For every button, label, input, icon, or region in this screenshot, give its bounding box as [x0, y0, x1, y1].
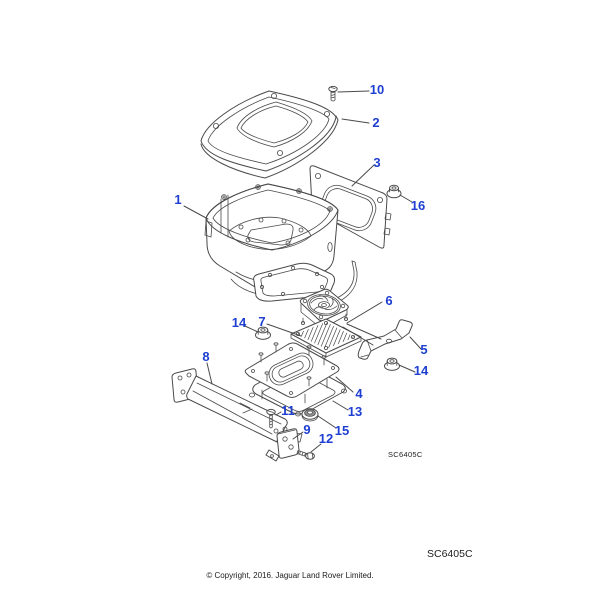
fan-wires-drawing — [336, 260, 358, 302]
callout-13[interactable]: 13 — [348, 404, 362, 419]
leader-line — [346, 323, 382, 340]
leader-line — [398, 364, 416, 373]
diagram-code-footer: SC6405C — [427, 548, 473, 560]
leader-line — [317, 415, 337, 429]
part-12-screw-drawing — [296, 450, 315, 460]
callout-1[interactable]: 1 — [174, 192, 181, 207]
diagram-code-inline: SC6405C — [388, 450, 423, 459]
callout-11[interactable]: 11 — [281, 403, 295, 418]
callout-12[interactable]: 12 — [319, 431, 333, 446]
leader-line — [332, 400, 349, 411]
part-9-bracket-drawing — [265, 428, 300, 462]
part-11-screw-drawing — [266, 408, 276, 429]
callout-4[interactable]: 4 — [355, 386, 363, 401]
callout-3[interactable]: 3 — [373, 155, 380, 170]
leader-line — [351, 164, 375, 187]
part-14-nut-right-drawing — [384, 357, 400, 371]
part-16-nut-drawing — [386, 184, 402, 199]
callout-7[interactable]: 7 — [258, 314, 265, 329]
leader-line — [244, 325, 259, 333]
leader-line — [275, 411, 282, 416]
leader-line — [292, 431, 304, 440]
leader-line — [399, 194, 413, 203]
leader-line — [409, 336, 422, 350]
box-base-gasket-drawing — [253, 262, 336, 302]
part-4-plate-drawing — [244, 342, 340, 404]
part-10-screw-drawing — [328, 85, 338, 102]
leader-line — [206, 362, 213, 385]
leader-line — [342, 326, 374, 346]
callout-9[interactable]: 9 — [303, 422, 310, 437]
callout-15[interactable]: 15 — [335, 423, 349, 438]
callout-2[interactable]: 2 — [372, 115, 379, 130]
callout-14-left[interactable]: 14 — [232, 315, 247, 330]
callout-5[interactable]: 5 — [420, 342, 427, 357]
copyright-notice: © Copyright, 2016. Jaguar Land Rover Lim… — [206, 571, 373, 580]
leader-line — [310, 443, 322, 453]
part-3-plate-drawing — [309, 165, 392, 249]
leader-line — [183, 205, 209, 220]
callout-14-right[interactable]: 14 — [414, 363, 429, 378]
callout-8[interactable]: 8 — [202, 349, 209, 364]
callout-10[interactable]: 10 — [370, 82, 384, 97]
leader-line — [266, 323, 302, 337]
part-5-bracket-drawing — [357, 319, 413, 360]
leader-lines — [183, 90, 422, 453]
leader-line — [341, 118, 370, 124]
part-8-rail-drawing — [171, 368, 303, 444]
part-14-nut-left-drawing — [255, 326, 271, 340]
part-2-lid-drawing — [200, 90, 339, 179]
leader-line — [346, 301, 383, 324]
callout-6[interactable]: 6 — [385, 293, 392, 308]
part-15-grommet-drawing — [301, 408, 319, 422]
leader-line — [337, 90, 370, 93]
leader-line — [335, 376, 354, 393]
diagram-line-art — [171, 85, 413, 462]
callout-labels: 1 2 3 4 5 6 7 8 9 10 11 12 13 14 14 15 1… — [174, 82, 429, 446]
callout-16[interactable]: 16 — [411, 198, 425, 213]
